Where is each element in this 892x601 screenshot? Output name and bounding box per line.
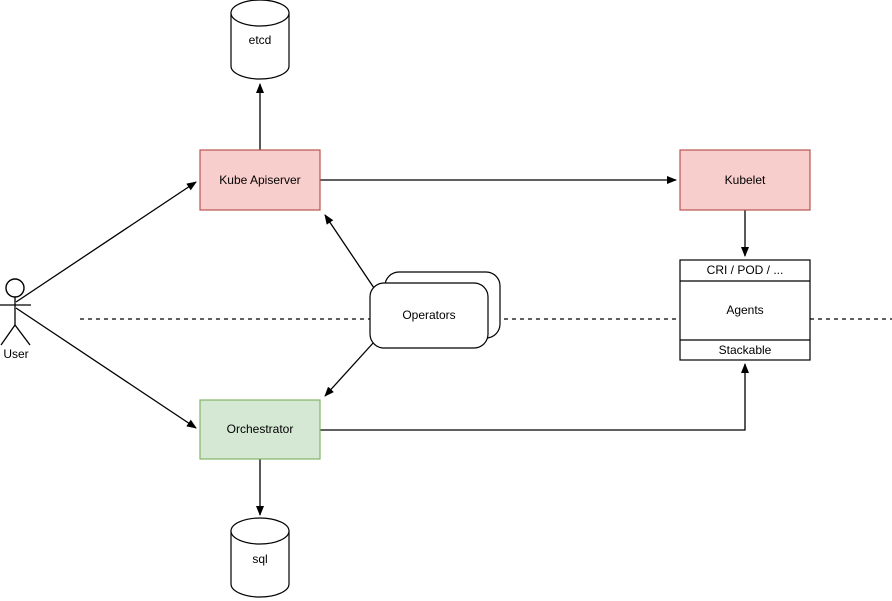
node-kubelet-label: Kubelet (725, 173, 766, 187)
node-user-label: User (3, 347, 28, 361)
edge-operators-to-orchestrator (324, 341, 375, 397)
edge-user-to-apiserver (15, 181, 197, 303)
edge-orchestrator-to-stackable (320, 363, 749, 431)
node-kubelet[interactable]: Kubelet (679, 149, 811, 211)
node-agents-header-label: CRI / POD / ... (707, 263, 784, 277)
node-etcd-label: etcd (249, 33, 272, 47)
node-orchestrator-label: Orchestrator (227, 422, 294, 436)
node-sql[interactable]: sql (230, 517, 290, 598)
edge-user-to-orchestrator (15, 307, 197, 429)
node-agents[interactable]: CRI / POD / ... Agents Stackable (679, 259, 811, 361)
node-orchestrator[interactable]: Orchestrator (199, 399, 321, 460)
node-agents-footer-label: Stackable (719, 343, 772, 357)
node-operators-label: Operators (402, 308, 455, 322)
node-kube-apiserver-label: Kube Apiserver (219, 173, 300, 187)
node-etcd[interactable]: etcd (230, 0, 290, 80)
node-sql-label: sql (252, 552, 267, 566)
edge-operators-to-apiserver (324, 214, 375, 289)
node-user[interactable]: User (0, 278, 31, 361)
node-kube-apiserver[interactable]: Kube Apiserver (199, 149, 321, 211)
node-agents-body-label: Agents (726, 303, 763, 317)
node-operators[interactable]: Operators (369, 271, 501, 349)
